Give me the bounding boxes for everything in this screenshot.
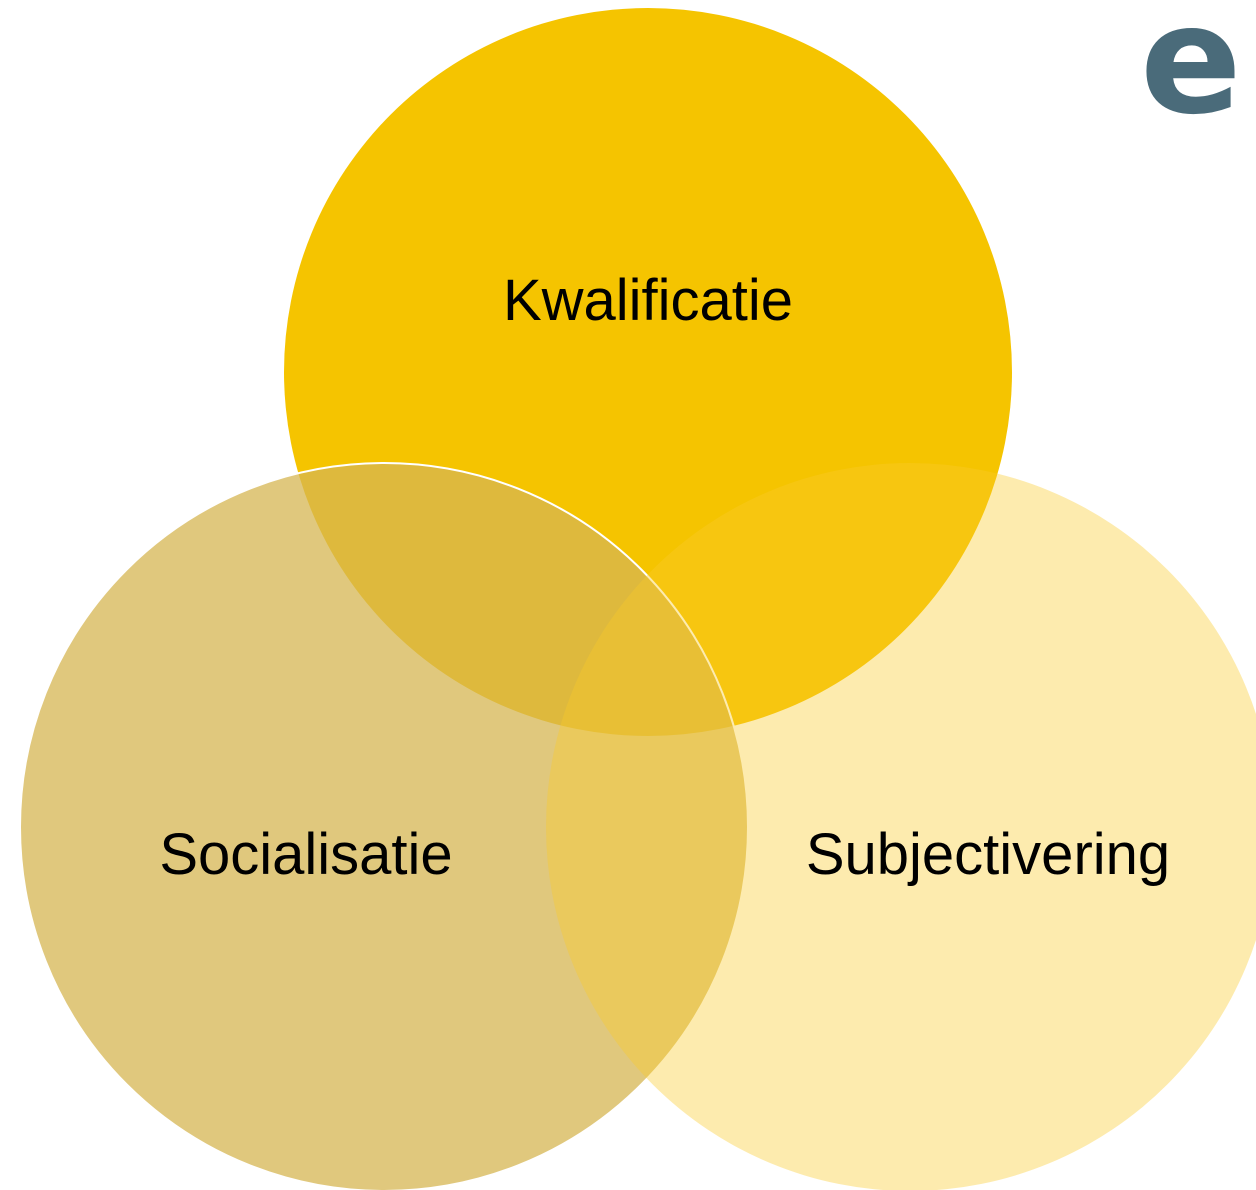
label-kwalificatie: Kwalificatie xyxy=(503,268,793,333)
label-socialisatie: Socialisatie xyxy=(159,822,452,887)
label-subjectivering: Subjectivering xyxy=(806,822,1170,887)
circle-socialisatie xyxy=(19,462,749,1190)
circle-subjectivering xyxy=(546,463,1256,1190)
logo-e-icon: e xyxy=(1140,0,1242,148)
